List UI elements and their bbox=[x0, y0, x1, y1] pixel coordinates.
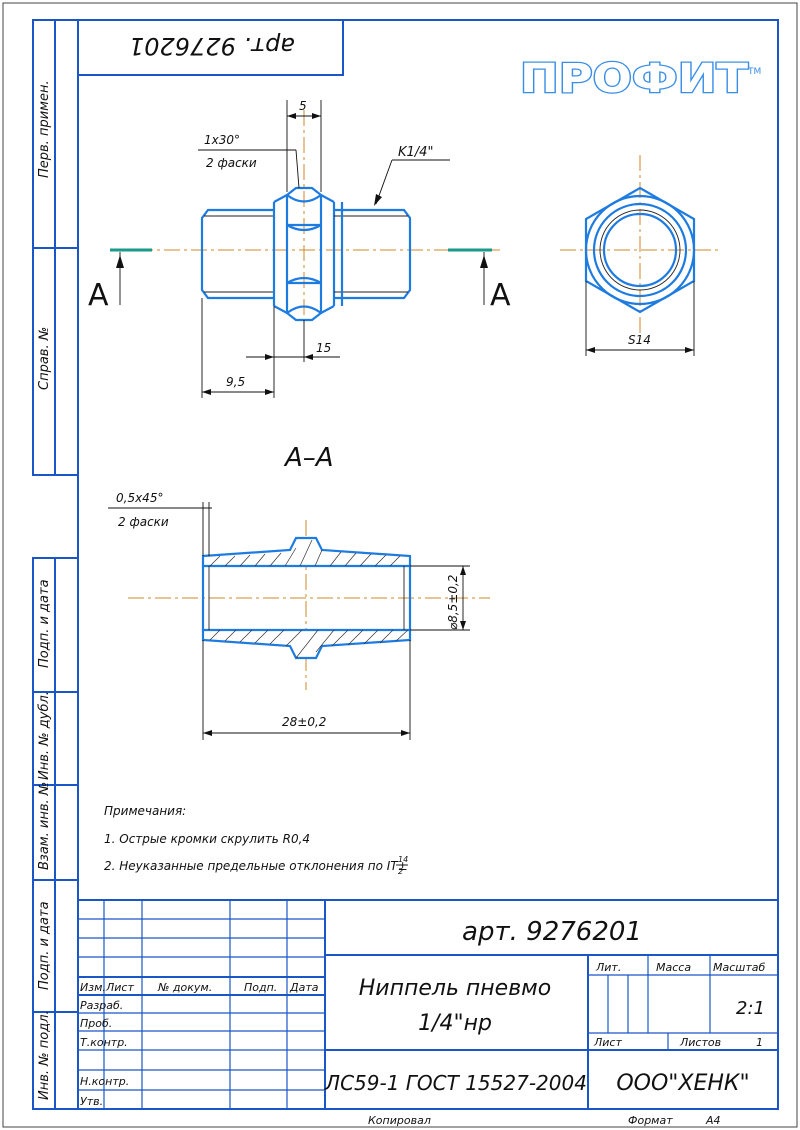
notes: Примечания: 1. Острые кромки скрулить R0… bbox=[104, 804, 408, 876]
dim-bore: ⌀8,5±0,2 bbox=[446, 575, 460, 630]
dim-5: 5 bbox=[299, 99, 307, 113]
tb-company: ООО"ХЕНК" bbox=[616, 1071, 749, 1096]
tb-material: ЛС59-1 ГОСТ 15527-2004 bbox=[324, 1071, 587, 1095]
section-hatching bbox=[209, 539, 409, 659]
brand-logo: ПРОФИТ TM bbox=[519, 55, 762, 104]
end-view: S14 bbox=[560, 155, 720, 356]
dim-length: 28±0,2 bbox=[282, 715, 326, 729]
side-label-7: Инв. № подл. bbox=[37, 1010, 52, 1100]
tb-role-tcontrol: Т.контр. bbox=[80, 1036, 128, 1049]
tb-header-sign: Подп. bbox=[244, 981, 277, 994]
tb-name-line2: 1/4"нр bbox=[418, 1011, 492, 1036]
tb-scale-label: Масштаб bbox=[713, 961, 765, 974]
tb-scale: 2:1 bbox=[736, 998, 765, 1019]
side-label-3: Подп. и дата bbox=[37, 579, 52, 668]
front-dimensions: 5 1x30° 2 фаски K1/4" 15 9,5 bbox=[198, 99, 450, 398]
section-markers: A A bbox=[88, 248, 511, 313]
section-label-left: A bbox=[88, 278, 109, 313]
tb-sheets-count: 1 bbox=[756, 1036, 763, 1049]
dim-hex: S14 bbox=[628, 333, 651, 347]
tb-name-line1: Ниппель пневмо bbox=[359, 976, 552, 1001]
dim-chamfer-top-note: 2 фаски bbox=[206, 156, 257, 170]
note-it-den: 2 bbox=[398, 867, 403, 876]
section-title: A–A bbox=[283, 443, 334, 473]
title-block: Изм. Лист № докум. Подп. Дата Разраб. Пр… bbox=[77, 899, 779, 1110]
logo-text: ПРОФИТ bbox=[520, 56, 749, 102]
rotated-article-text: арт. 9276201 bbox=[129, 32, 295, 60]
note-2: 2. Неуказанные предельные отклонения по … bbox=[104, 859, 408, 873]
side-label-1: Перв. примен. bbox=[37, 80, 52, 178]
tb-mass: Масса bbox=[656, 961, 691, 974]
side-label-5: Взам. инв. № bbox=[37, 782, 52, 870]
tb-role-develop: Разраб. bbox=[80, 999, 123, 1012]
note-it-num: 14 bbox=[398, 855, 408, 864]
section-view bbox=[128, 520, 490, 690]
tb-role-approve: Утв. bbox=[80, 1095, 103, 1108]
tb-sheets: Листов bbox=[679, 1036, 721, 1049]
tb-header-date: Дата bbox=[289, 981, 319, 994]
front-view bbox=[110, 110, 500, 325]
format-value: А4 bbox=[705, 1114, 721, 1127]
notes-title: Примечания: bbox=[104, 804, 186, 818]
side-label-2: Справ. № bbox=[37, 327, 52, 390]
logo-tm: TM bbox=[747, 67, 761, 77]
section-dimensions: 0,5x45° 2 фаски ⌀8,5±0,2 28±0,2 bbox=[108, 491, 470, 740]
side-label-4: Инв. № дубл. bbox=[37, 691, 52, 780]
tb-sheet: Лист bbox=[593, 1036, 622, 1049]
tb-header-doc: № докум. bbox=[157, 981, 212, 994]
tb-header-izm: Изм. bbox=[80, 981, 106, 994]
tb-article: арт. 9276201 bbox=[462, 917, 642, 947]
dim-15: 15 bbox=[316, 341, 331, 355]
format-label: Формат bbox=[628, 1114, 673, 1127]
tb-lit: Лит. bbox=[595, 961, 621, 974]
note-1: 1. Острые кромки скрулить R0,4 bbox=[104, 832, 310, 846]
dim-thread: K1/4" bbox=[398, 145, 433, 160]
side-label-6: Подп. и дата bbox=[37, 901, 52, 990]
dim-9-5: 9,5 bbox=[226, 375, 245, 389]
tb-role-check: Проб. bbox=[80, 1017, 112, 1030]
tb-header-list: Лист bbox=[105, 981, 134, 994]
drawing-frame bbox=[77, 19, 779, 1110]
dim-chamfer-sec: 0,5x45° bbox=[116, 491, 163, 505]
section-label-right: A bbox=[490, 278, 511, 313]
dim-chamfer-sec-note: 2 фаски bbox=[118, 515, 169, 529]
side-strip: Перв. примен. Справ. № Подп. и дата Инв.… bbox=[32, 19, 79, 1110]
tb-role-ncontrol: Н.контр. bbox=[80, 1075, 129, 1088]
copied-label: Копировал bbox=[368, 1114, 431, 1127]
dim-chamfer-top: 1x30° bbox=[204, 133, 240, 147]
article-stamp: арт. 9276201 bbox=[77, 19, 344, 76]
